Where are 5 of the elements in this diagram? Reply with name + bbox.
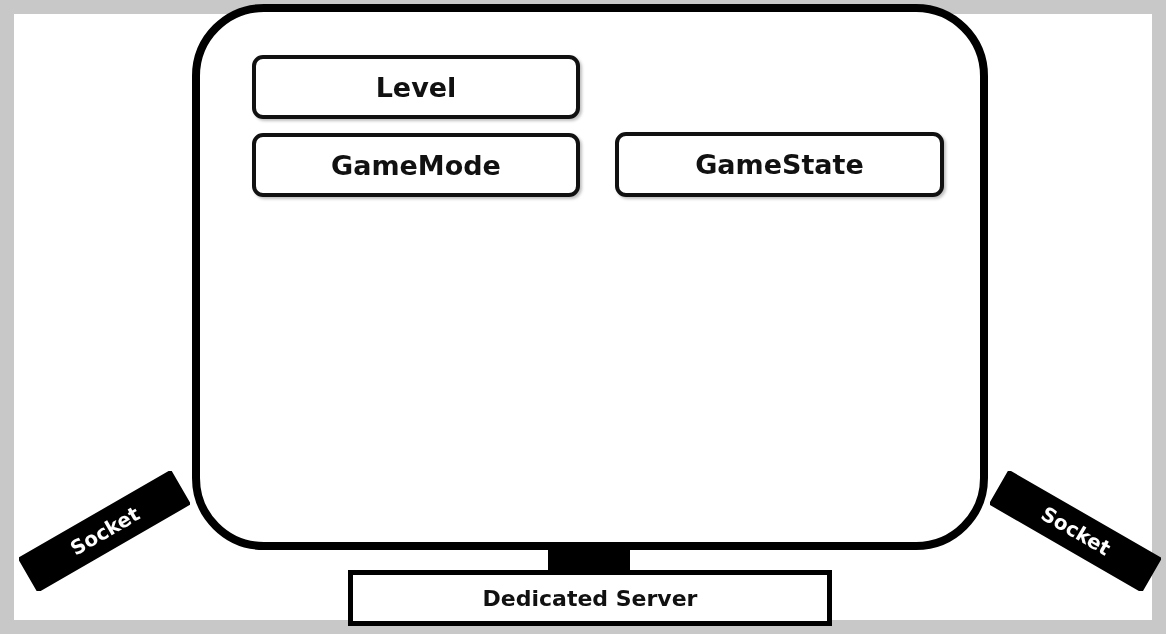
monitor-screen xyxy=(192,4,988,550)
component-box: Level xyxy=(252,55,580,119)
server-base: Dedicated Server xyxy=(348,570,832,626)
component-box: GameState xyxy=(615,132,944,197)
component-box: GameMode xyxy=(252,133,580,197)
